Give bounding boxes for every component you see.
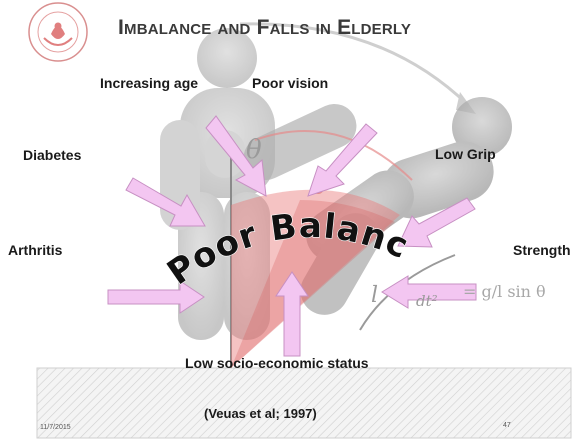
factor-poor-vision: Poor vision [252,75,328,91]
citation: (Veuas et al; 1997) [204,406,317,421]
organization-logo [29,3,87,61]
factor-increasing-age: Increasing age [100,75,198,91]
length-symbol: l [371,283,378,308]
slide-title: Imbalance and Falls in Elderly [118,16,411,40]
slide-date: 11/7/2015 [40,424,71,431]
slide-page-number: 47 [503,422,511,429]
formula-rhs: = g/l sin θ [463,282,546,301]
formula-denominator: dt² [416,292,438,310]
factor-low-socio-economic-status: Low socio-economic status [185,355,369,371]
theta-symbol: θ [246,135,262,165]
factor-arthritis: Arthritis [8,242,62,258]
floor [37,368,571,438]
factor-diabetes: Diabetes [23,147,81,163]
factor-strength: Strength [513,242,571,258]
factor-low-grip: Low Grip [435,146,496,162]
